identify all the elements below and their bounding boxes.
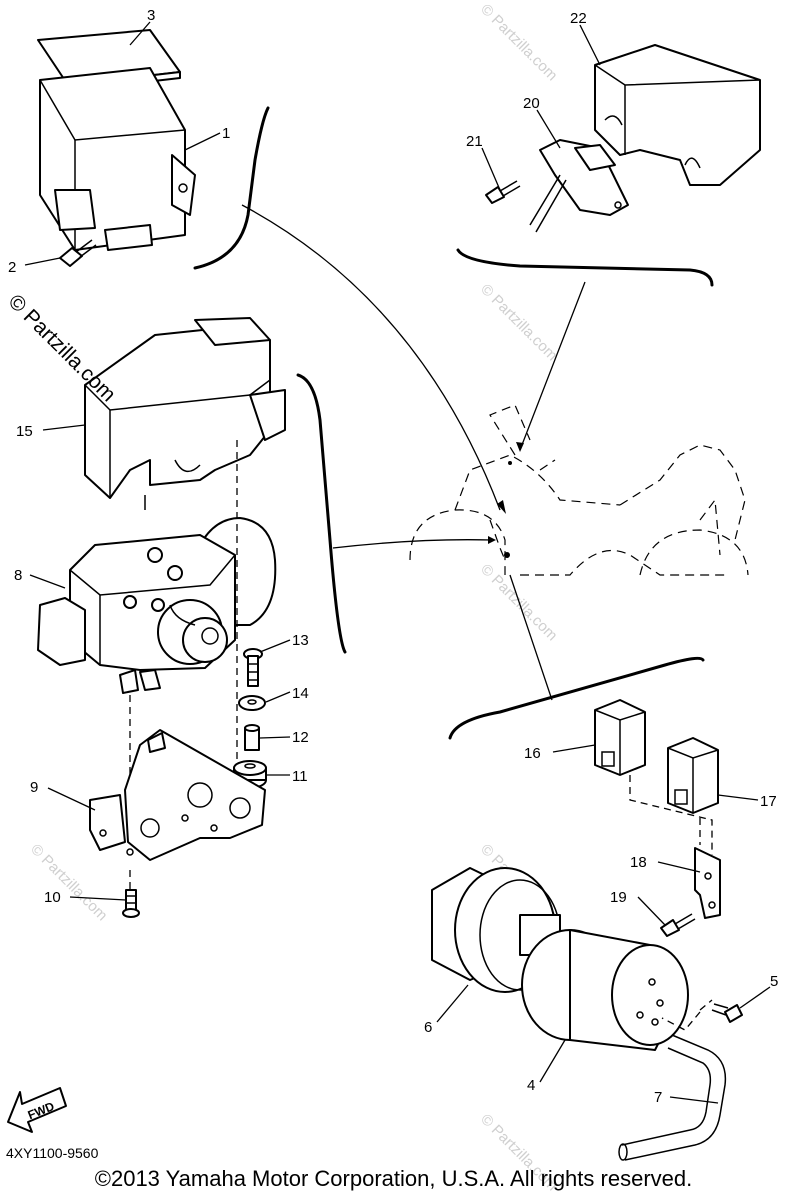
alignment-line bbox=[629, 775, 713, 855]
fwd-arrow-icon: FWD bbox=[7, 1087, 67, 1133]
part-18-bracket bbox=[694, 847, 721, 919]
watermark-text: © Partzilla.com bbox=[477, 281, 560, 364]
leader-line bbox=[241, 204, 501, 511]
part-19-screw bbox=[660, 913, 696, 937]
diagram-code: 4XY1100-9560 bbox=[6, 1145, 99, 1161]
group-bracket-sensors bbox=[448, 656, 705, 740]
callout-17: 17 bbox=[760, 793, 777, 810]
callout-22: 22 bbox=[570, 10, 587, 27]
part-14-washer bbox=[238, 695, 266, 711]
callout-labels: 3 1 2 15 8 13 14 12 11 9 10 22 20 21 16 … bbox=[8, 7, 778, 1106]
part-21-screw bbox=[485, 180, 521, 204]
alignment-line bbox=[661, 1011, 701, 1031]
group-bracket-relay bbox=[456, 248, 714, 287]
callout-1: 1 bbox=[222, 125, 230, 142]
callout-10: 10 bbox=[44, 889, 61, 906]
alignment-line bbox=[699, 999, 713, 1011]
callout-2: 2 bbox=[8, 259, 16, 276]
part-8-hydraulic-unit bbox=[37, 517, 277, 694]
part-10-bolt bbox=[122, 889, 140, 918]
motorcycle-silhouette bbox=[409, 404, 749, 576]
callout-13: 13 bbox=[292, 632, 309, 649]
part-17-relay bbox=[667, 737, 719, 814]
part-2-screw bbox=[59, 239, 97, 267]
leader-line bbox=[332, 539, 493, 549]
part-9-bracket-plate bbox=[89, 729, 266, 861]
part-7-hose bbox=[618, 1034, 727, 1161]
watermark-text: © Partzilla.com bbox=[477, 1, 560, 84]
leader-line bbox=[519, 281, 586, 451]
callout-21: 21 bbox=[466, 133, 483, 150]
callout-12: 12 bbox=[292, 729, 309, 746]
callout-4: 4 bbox=[527, 1077, 535, 1094]
part-15-cover bbox=[84, 317, 286, 510]
part-12-collar bbox=[244, 724, 260, 751]
callout-14: 14 bbox=[292, 685, 309, 702]
callout-19: 19 bbox=[610, 889, 627, 906]
callout-20: 20 bbox=[523, 95, 540, 112]
callout-leaders bbox=[24, 21, 771, 1104]
part-1-control-unit bbox=[39, 67, 196, 251]
part-4-sensor bbox=[521, 929, 689, 1051]
part-22-cover bbox=[594, 44, 761, 186]
leader-line bbox=[509, 574, 553, 701]
callout-5: 5 bbox=[770, 973, 778, 990]
copyright-notice: ©2013 Yamaha Motor Corporation, U.S.A. A… bbox=[94, 1166, 693, 1191]
callout-6: 6 bbox=[424, 1019, 432, 1036]
part-13-bolt bbox=[243, 648, 263, 687]
group-bracket-control-unit bbox=[193, 106, 270, 270]
callout-11: 11 bbox=[292, 768, 308, 785]
part-20-relay bbox=[529, 139, 629, 233]
callout-18: 18 bbox=[630, 854, 647, 871]
callout-16: 16 bbox=[524, 745, 541, 762]
watermark-text: © Partzilla.com bbox=[27, 841, 110, 924]
callout-8: 8 bbox=[14, 567, 22, 584]
group-bracket-hydraulic-unit bbox=[296, 373, 347, 654]
part-5-screw bbox=[711, 1003, 743, 1023]
callout-7: 7 bbox=[654, 1089, 662, 1106]
part-16-relay bbox=[594, 699, 646, 776]
callout-15: 15 bbox=[16, 423, 33, 440]
callout-9: 9 bbox=[30, 779, 38, 796]
callout-3: 3 bbox=[147, 7, 155, 24]
